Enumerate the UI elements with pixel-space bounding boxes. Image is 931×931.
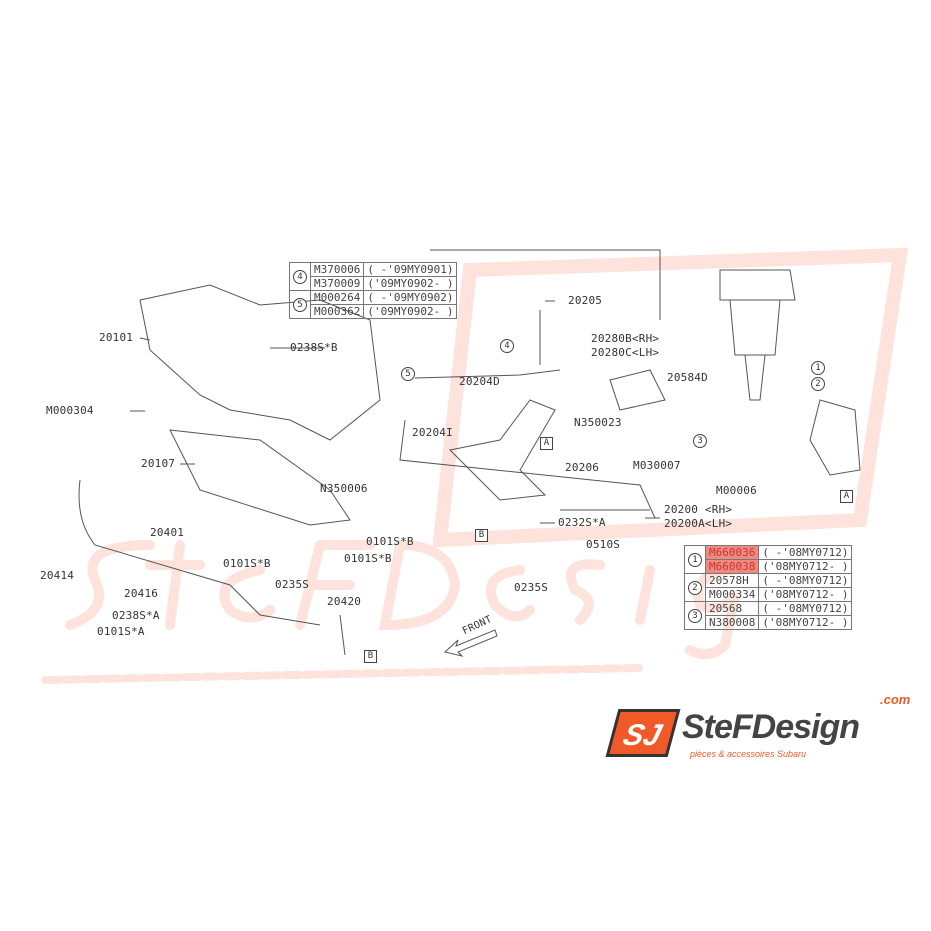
label-20204i: 20204I <box>412 426 453 439</box>
label-20205: 20205 <box>568 294 603 307</box>
callout-1: 1 <box>688 553 702 567</box>
label-20280c: 20280C<LH> <box>591 346 660 359</box>
model-range: ( -'09MY0902) <box>363 290 458 305</box>
model-range: ('09MY0902- ) <box>363 304 458 319</box>
callout-1: 1 <box>811 361 825 375</box>
callout-2: 2 <box>688 581 702 595</box>
table-row: M660038('08MY0712- ) <box>685 559 853 574</box>
ref-cell: 2 <box>684 573 706 602</box>
part-number: N380008 <box>704 615 760 630</box>
label-0232s-a: 0232S*A <box>558 516 606 529</box>
label-0238s-b: 0238S*B <box>290 341 338 354</box>
crossmember-20101 <box>139 284 381 441</box>
table-row: M000334('08MY0712- ) <box>685 587 853 602</box>
model-range: ( -'08MY0712) <box>758 573 853 588</box>
label-0101s-a: 0101S*A <box>97 625 145 638</box>
label-0101s-b-3: 0101S*B <box>223 557 271 570</box>
logo-brand: SteFDesign <box>682 708 860 746</box>
knuckle <box>809 399 861 476</box>
link-20420 <box>339 614 346 656</box>
label-0235s-2: 0235S <box>514 581 549 594</box>
label-m00006: M00006 <box>716 484 757 497</box>
bracket-20280 <box>609 369 666 411</box>
model-range: ( -'08MY0712) <box>758 545 853 560</box>
model-range: ('08MY0712- ) <box>758 559 853 574</box>
part-number: M000264 <box>309 290 365 305</box>
callout-2: 2 <box>811 377 825 391</box>
watermark-lettering-icon <box>65 540 740 659</box>
label-0235s-1: 0235S <box>275 578 310 591</box>
model-range: ('08MY0712- ) <box>758 587 853 602</box>
label-20420: 20420 <box>327 595 362 608</box>
label-m000304: M000304 <box>46 404 94 417</box>
logo-tagline: pièces & accessoires Subaru <box>690 749 807 759</box>
front-arrow-icon <box>443 629 498 657</box>
label-20206: 20206 <box>565 461 600 474</box>
label-20200: 20200 <RH> <box>664 503 733 516</box>
plate-20107 <box>169 429 351 526</box>
label-20416: 20416 <box>124 587 159 600</box>
label-20200a: 20200A<LH> <box>664 517 733 530</box>
part-number: 20578H <box>704 573 760 588</box>
table-row: M370009('09MY0902- ) <box>290 276 458 291</box>
part-number: M000334 <box>704 587 760 602</box>
part-number: M370006 <box>309 262 365 277</box>
model-range: ( -'09MY0901) <box>363 262 458 277</box>
lower-arm-20200 <box>448 399 556 501</box>
label-20584d: 20584D <box>667 371 708 384</box>
callout-4: 4 <box>500 339 514 353</box>
strut-assembly <box>719 269 796 401</box>
ref-cell: 4 <box>289 262 311 291</box>
label-0238s-a: 0238S*A <box>112 609 160 622</box>
label-m030007: M030007 <box>633 459 681 472</box>
ref-box-b-1: B <box>475 529 488 542</box>
ref-box-a-2: A <box>840 490 853 503</box>
callout-3: 3 <box>693 434 707 448</box>
label-20401: 20401 <box>150 526 185 539</box>
model-range: ('09MY0902- ) <box>363 276 458 291</box>
label-n350023: N350023 <box>574 416 622 429</box>
part-number-highlighted: M660036 <box>704 545 760 560</box>
part-number: M370009 <box>309 276 365 291</box>
watermark-tagline-icon <box>41 664 644 684</box>
part-number: M000362 <box>309 304 365 319</box>
label-n350006: N350006 <box>320 482 368 495</box>
stabilizer-bar-20401 <box>78 479 321 626</box>
label-20107: 20107 <box>141 457 176 470</box>
label-0510s: 0510S <box>586 538 621 551</box>
part-number: 20568 <box>704 601 760 616</box>
label-20414: 20414 <box>40 569 75 582</box>
callout-5: 5 <box>401 367 415 381</box>
leader-lines <box>130 249 661 524</box>
label-20101: 20101 <box>99 331 134 344</box>
ref-box-b-2: B <box>364 650 377 663</box>
callout-4: 4 <box>293 270 307 284</box>
callout-5: 5 <box>293 298 307 312</box>
label-20204d: 20204D <box>459 375 500 388</box>
model-range: ( -'08MY0712) <box>758 601 853 616</box>
ref-cell: 3 <box>684 601 706 630</box>
ref-box-a-1: A <box>540 437 553 450</box>
label-0101s-b-2: 0101S*B <box>344 552 392 565</box>
label-0101s-b-1: 0101S*B <box>366 535 414 548</box>
part-number-highlighted: M660038 <box>704 559 760 574</box>
label-20280b: 20280B<RH> <box>591 332 660 345</box>
table-row: N380008('08MY0712- ) <box>685 615 853 630</box>
model-range: ('08MY0712- ) <box>758 615 853 630</box>
logo-mark-icon: SJ <box>605 709 681 757</box>
ref-cell: 5 <box>289 290 311 319</box>
stefdesign-logo: SJ SteFDesign .com pièces & accessoires … <box>605 693 927 767</box>
table-row: M000362('09MY0902- ) <box>290 304 458 319</box>
callout-3: 3 <box>688 609 702 623</box>
logo-domain: .com <box>880 692 911 707</box>
ref-cell: 1 <box>684 545 706 574</box>
